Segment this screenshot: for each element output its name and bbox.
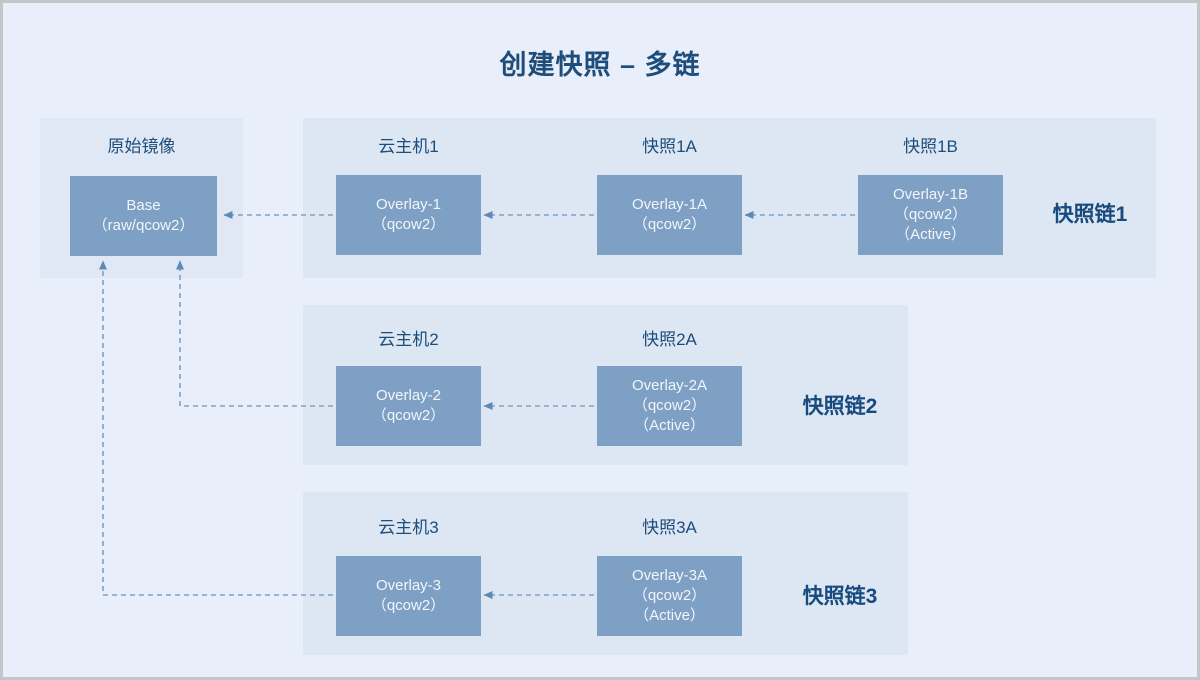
node-line: Overlay-3A bbox=[631, 567, 708, 584]
node-line: （Active） bbox=[634, 417, 705, 434]
chain1-overlay1-node: Overlay-1 （qcow2） bbox=[336, 175, 481, 255]
chain3-overlay3a-node: Overlay-3A （qcow2） （Active） bbox=[597, 556, 742, 636]
chain3-snap3a-header: 快照3A bbox=[642, 518, 697, 537]
node-line: （Active） bbox=[634, 607, 705, 624]
chain1-overlay1a-node: Overlay-1A （qcow2） bbox=[597, 175, 742, 255]
snapshot-chain-3-panel: 云主机3 快照3A Overlay-3 （qcow2） Overlay-3A （… bbox=[303, 492, 908, 655]
chain1-label: 快照链1 bbox=[1052, 203, 1128, 226]
chain2-host-header: 云主机2 bbox=[378, 330, 439, 349]
snapshot-chain-1-panel: 云主机1 快照1A 快照1B Overlay-1 （qcow2） Overlay… bbox=[303, 118, 1156, 278]
base-node: Base （raw/qcow2） bbox=[70, 176, 217, 256]
chain1-overlay1b-node: Overlay-1B （qcow2） （Active） bbox=[858, 175, 1003, 255]
chain2-snap2a-header: 快照2A bbox=[642, 330, 697, 349]
node-line: Overlay-2 bbox=[375, 387, 442, 404]
node-line: （qcow2） bbox=[371, 216, 446, 233]
node-line: （qcow2） bbox=[371, 597, 446, 614]
node-line: （qcow2） bbox=[632, 587, 707, 604]
chain2-overlay2-node: Overlay-2 （qcow2） bbox=[336, 366, 481, 446]
base-node-line1: Base bbox=[126, 197, 161, 214]
node-line: （qcow2） bbox=[632, 216, 707, 233]
chain1-snap1a-header: 快照1A bbox=[642, 137, 697, 156]
node-line: Overlay-1B bbox=[892, 186, 969, 203]
chain3-label: 快照链3 bbox=[802, 585, 878, 608]
base-image-panel: 原始镜像 Base （raw/qcow2） bbox=[40, 118, 243, 278]
node-line: Overlay-1 bbox=[375, 196, 442, 213]
arrow-overlay3-to-base bbox=[99, 260, 333, 596]
node-line: （qcow2） bbox=[632, 397, 707, 414]
snapshot-chain-2-panel: 云主机2 快照2A Overlay-2 （qcow2） Overlay-2A （… bbox=[303, 305, 908, 465]
node-line: Overlay-3 bbox=[375, 577, 442, 594]
base-node-line2: （raw/qcow2） bbox=[92, 217, 195, 234]
node-line: （qcow2） bbox=[893, 206, 968, 223]
chain3-host-header: 云主机3 bbox=[378, 518, 439, 537]
slide-title: 创建快照 – 多链 bbox=[499, 50, 701, 80]
chain1-host-header: 云主机1 bbox=[378, 137, 439, 156]
chain2-overlay2a-node: Overlay-2A （qcow2） （Active） bbox=[597, 366, 742, 446]
base-panel-label: 原始镜像 bbox=[107, 137, 176, 156]
chain1-snap1b-header: 快照1B bbox=[903, 137, 958, 156]
node-line: Overlay-2A bbox=[631, 377, 708, 394]
chain2-label: 快照链2 bbox=[802, 395, 878, 418]
node-line: （qcow2） bbox=[371, 407, 446, 424]
node-line: （Active） bbox=[895, 226, 966, 243]
node-line: Overlay-1A bbox=[631, 196, 708, 213]
chain3-overlay3-node: Overlay-3 （qcow2） bbox=[336, 556, 481, 636]
